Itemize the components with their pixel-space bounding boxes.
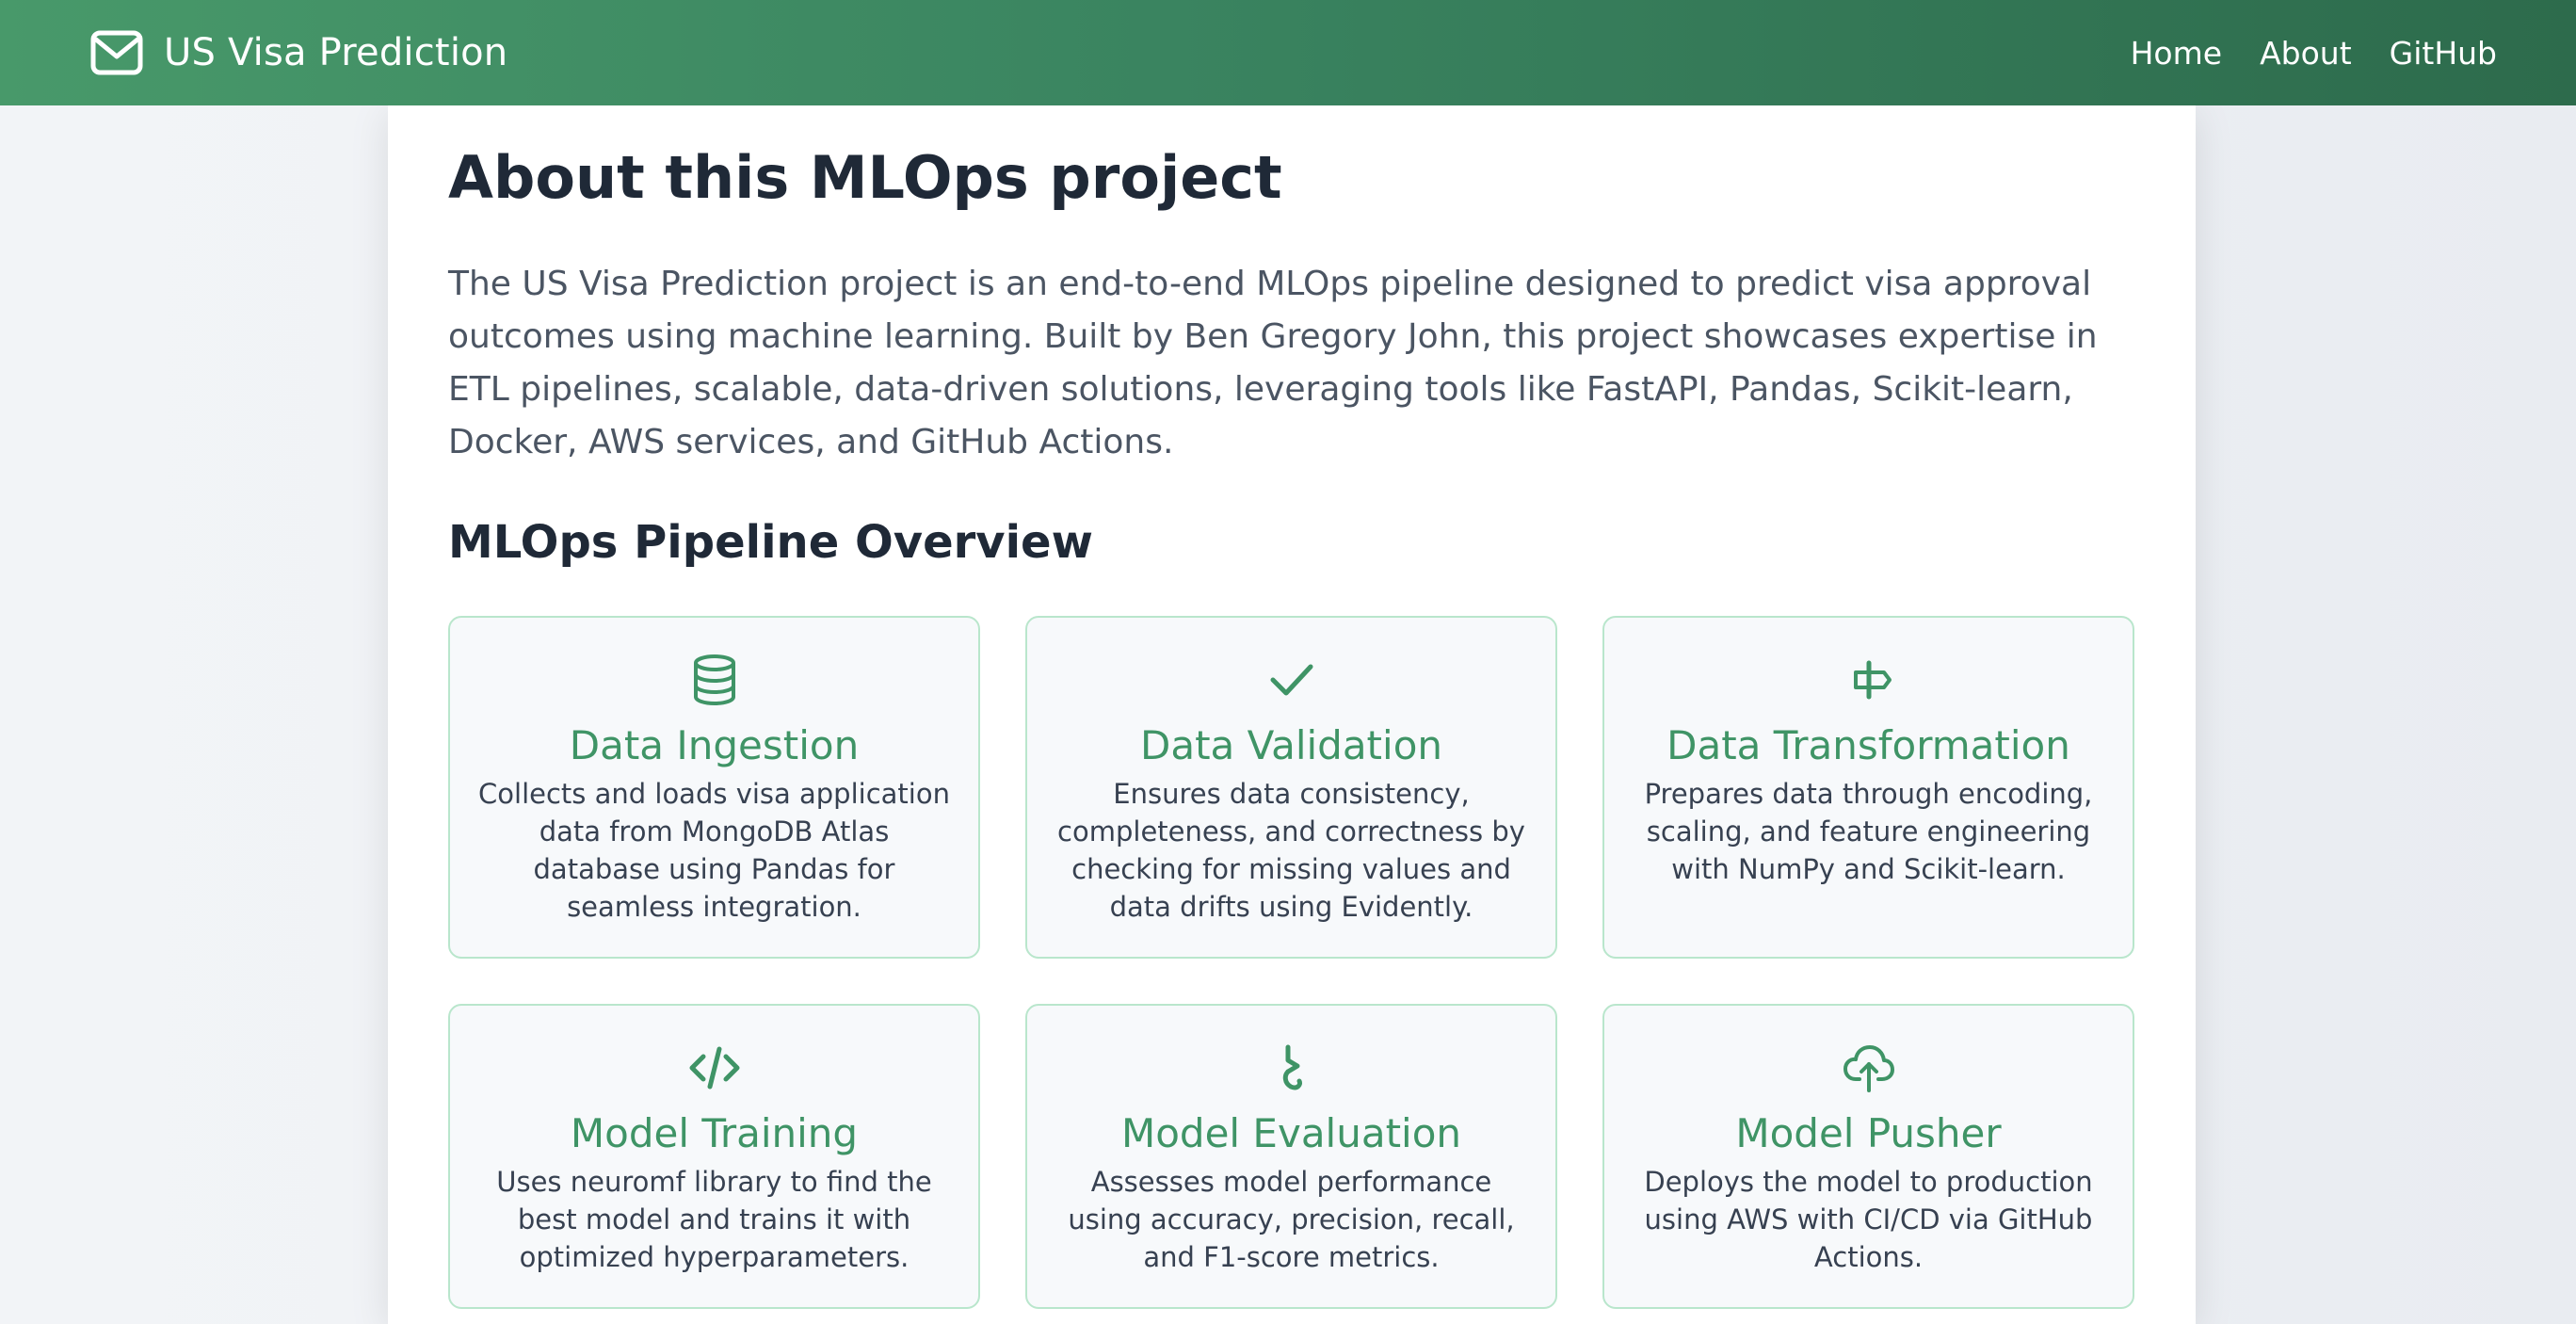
envelope-icon [90, 30, 143, 75]
about-card: About this MLOps project The US Visa Pre… [388, 105, 2196, 1324]
database-icon [693, 654, 735, 706]
step-card-model-evaluation: Model Evaluation Assesses model performa… [1025, 1004, 1557, 1310]
step-card-model-pusher: Model Pusher Deploys the model to produc… [1602, 1004, 2134, 1310]
step-icon-wrapper [1054, 1040, 1529, 1096]
step-description: Collects and loads visa application data… [478, 777, 950, 923]
navbar: US Visa Prediction Home About GitHub [0, 0, 2576, 105]
step-icon-wrapper [1054, 652, 1529, 708]
nav-link-home[interactable]: Home [2130, 34, 2223, 72]
step-description: Ensures data consistency, completeness, … [1057, 777, 1525, 923]
step-icon-wrapper [476, 1040, 952, 1096]
nav-links: Home About GitHub [2131, 35, 2497, 72]
intro-paragraph: The US Visa Prediction project is an end… [448, 265, 2098, 462]
step-card-data-transformation: Data Transformation Prepares data throug… [1602, 616, 2134, 960]
page-title: About this MLOps project [448, 143, 1282, 212]
step-card-data-validation: Data Validation Ensures data consistency… [1025, 616, 1557, 960]
signpost-icon [1853, 660, 1892, 700]
step-title: Model Pusher [1735, 1110, 2002, 1157]
brand-title: US Visa Prediction [164, 31, 508, 74]
step-icon-wrapper [1631, 652, 2106, 708]
step-description: Uses neuromf library to find the best mo… [496, 1165, 932, 1273]
step-title: Data Transformation [1666, 722, 2070, 769]
step-icon-wrapper [1631, 1040, 2106, 1096]
step-description: Deploys the model to production using AW… [1644, 1165, 2093, 1273]
cloud-upload-icon [1843, 1045, 1894, 1093]
step-description: Assesses model performance using accurac… [1068, 1165, 1515, 1273]
nav-link-about[interactable]: About [2260, 34, 2352, 72]
pipeline-grid: Data Ingestion Collects and loads visa a… [448, 616, 2135, 1310]
code-icon [689, 1046, 739, 1090]
step-description: Prepares data through encoding, scaling,… [1644, 777, 2093, 885]
check-icon [1270, 664, 1312, 696]
step-icon-wrapper [476, 652, 952, 708]
step-title: Model Training [570, 1110, 859, 1157]
step-title: Data Ingestion [569, 722, 860, 769]
step-card-data-ingestion: Data Ingestion Collects and loads visa a… [448, 616, 980, 960]
hook-icon [1282, 1044, 1302, 1090]
section-title: MLOps Pipeline Overview [448, 516, 1093, 570]
step-title: Model Evaluation [1120, 1110, 1462, 1157]
step-title: Data Validation [1139, 722, 1443, 769]
nav-link-github[interactable]: GitHub [2389, 34, 2497, 72]
brand[interactable]: US Visa Prediction [90, 30, 507, 75]
step-card-model-training: Model Training Uses neuromf library to f… [448, 1004, 980, 1310]
